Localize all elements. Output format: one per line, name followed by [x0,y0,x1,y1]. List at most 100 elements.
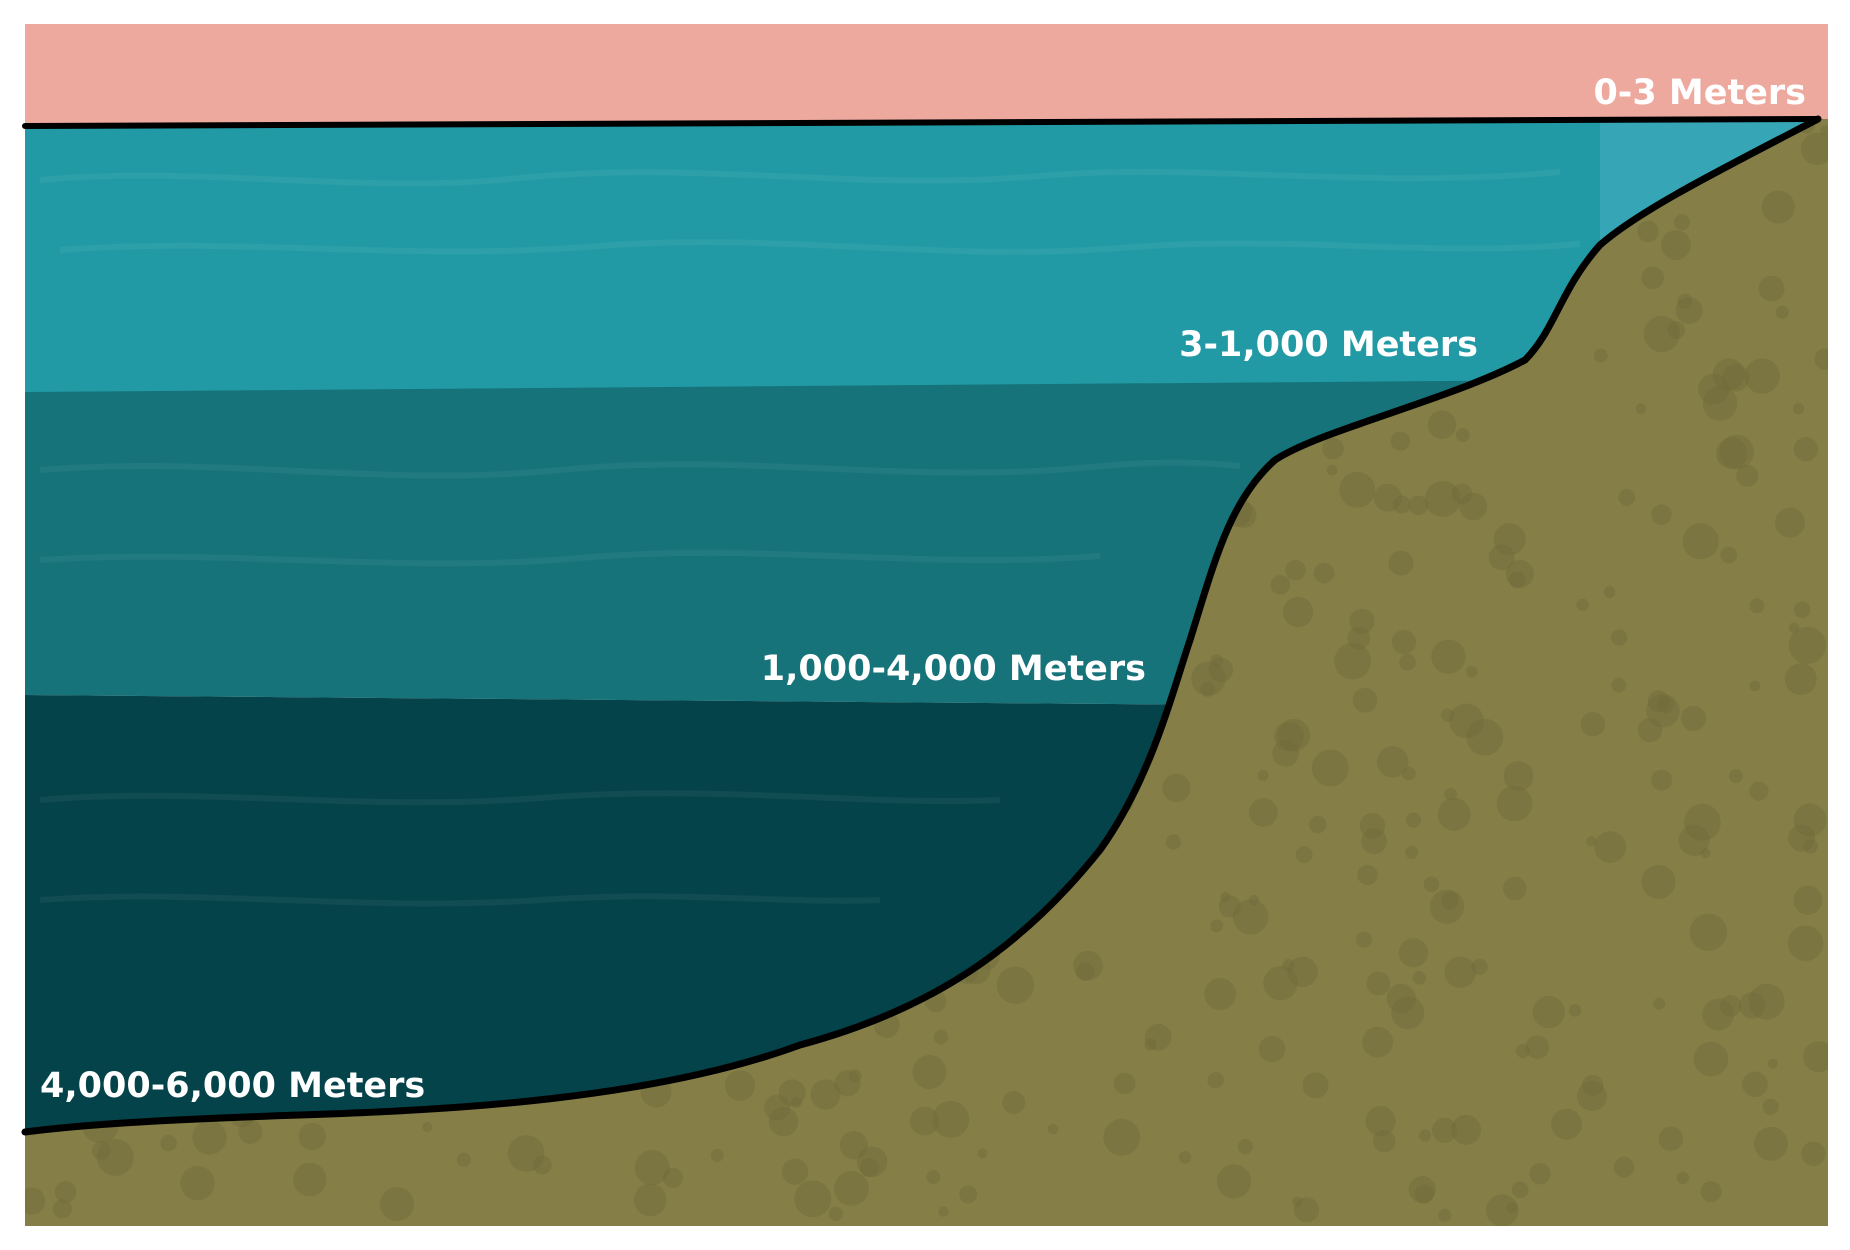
pebble [1390,431,1411,451]
pebble [1635,403,1647,414]
pebble [1787,925,1824,962]
pebble [160,1134,177,1152]
pebble [1191,661,1226,696]
pebble [710,1148,724,1162]
upper-zone-label: 3-1,000 Meters [1179,325,1478,365]
wave-texture [39,168,1581,907]
pebble [1749,680,1761,692]
pebble [1047,1123,1059,1135]
pebble [1728,769,1743,784]
pebble [1216,1164,1252,1199]
pebble [938,1206,949,1217]
pebble [1643,315,1680,353]
pebble [1525,1035,1550,1059]
pebble [1113,1072,1136,1095]
pebble [1274,721,1304,752]
pebble [1742,1071,1768,1098]
pebble [1339,471,1376,508]
pebble [1719,434,1754,470]
pebble [1641,864,1676,900]
pebble [1366,971,1391,996]
pebble [1437,797,1471,831]
pebble [1657,696,1675,714]
pebble [1511,1181,1529,1199]
pebble [782,1158,809,1185]
pebble [298,1122,326,1151]
pebble [1689,913,1728,951]
pebble [1423,876,1440,893]
pebble [933,1029,949,1045]
pebble [1263,966,1298,1001]
pebble [1678,824,1710,857]
pebble [1412,970,1427,985]
pebble [1002,1091,1026,1114]
pebble [1204,978,1237,1010]
pebble [1471,958,1488,976]
pebble [1440,891,1459,910]
pebble [634,1150,670,1186]
pebble [996,966,1034,1004]
pebble [1793,601,1811,618]
pebble [1532,996,1566,1029]
pebble [768,1106,799,1137]
pebble [791,1096,802,1108]
pebble [1408,1175,1436,1204]
pebble [1637,717,1663,743]
pebble [1594,831,1627,863]
pebble [1362,1026,1394,1058]
pebble [1277,718,1311,752]
pebble [909,1106,939,1136]
pebble [1653,997,1666,1010]
pebble [1144,1023,1172,1051]
pebble [1712,358,1745,391]
pebble [1391,996,1425,1030]
surface-line [22,116,1821,129]
pebble [1302,1072,1329,1099]
pebble [1465,665,1478,678]
pebble [1784,663,1817,696]
pebble [926,1170,941,1185]
pebble [1503,876,1527,901]
pebble [180,1166,215,1201]
pebble [1515,1044,1530,1058]
pebble [1719,995,1742,1017]
pebble [238,1119,263,1144]
pebble [1293,1197,1320,1223]
pebble [1200,681,1216,697]
pebble [1593,348,1608,363]
pebble [1613,1156,1635,1178]
pebble [1466,718,1504,756]
pebble [1722,364,1750,392]
pebble [54,1181,77,1203]
pebble [1675,297,1703,325]
pebble [1793,885,1823,915]
pebble [1376,746,1409,778]
pebble [834,1171,869,1206]
pebble [1738,992,1766,1019]
pebble [1257,769,1269,782]
pebble [1322,437,1344,460]
pebble [1429,889,1465,924]
pebble [1788,824,1816,852]
pebble [1568,1004,1582,1017]
pebble [1762,1098,1779,1115]
pebble [1401,766,1416,781]
pebble [1347,626,1371,650]
pebble [1788,626,1827,665]
pebble [1313,562,1335,584]
pebble [1702,385,1738,421]
pebble [1272,740,1300,767]
pebble [1758,275,1785,302]
surface-zone [25,24,1828,126]
pebble [1820,125,1828,136]
pebble [1577,1081,1607,1112]
deep-zone-label: 4,000-6,000 Meters [40,1066,425,1106]
pebble [1258,1035,1286,1063]
pebble [1431,639,1466,674]
pebble [1736,464,1759,487]
pebble [1210,654,1223,667]
pebble [1674,214,1690,231]
pebble [834,1070,861,1097]
pebble [1103,1118,1141,1156]
pebble [1716,437,1748,469]
